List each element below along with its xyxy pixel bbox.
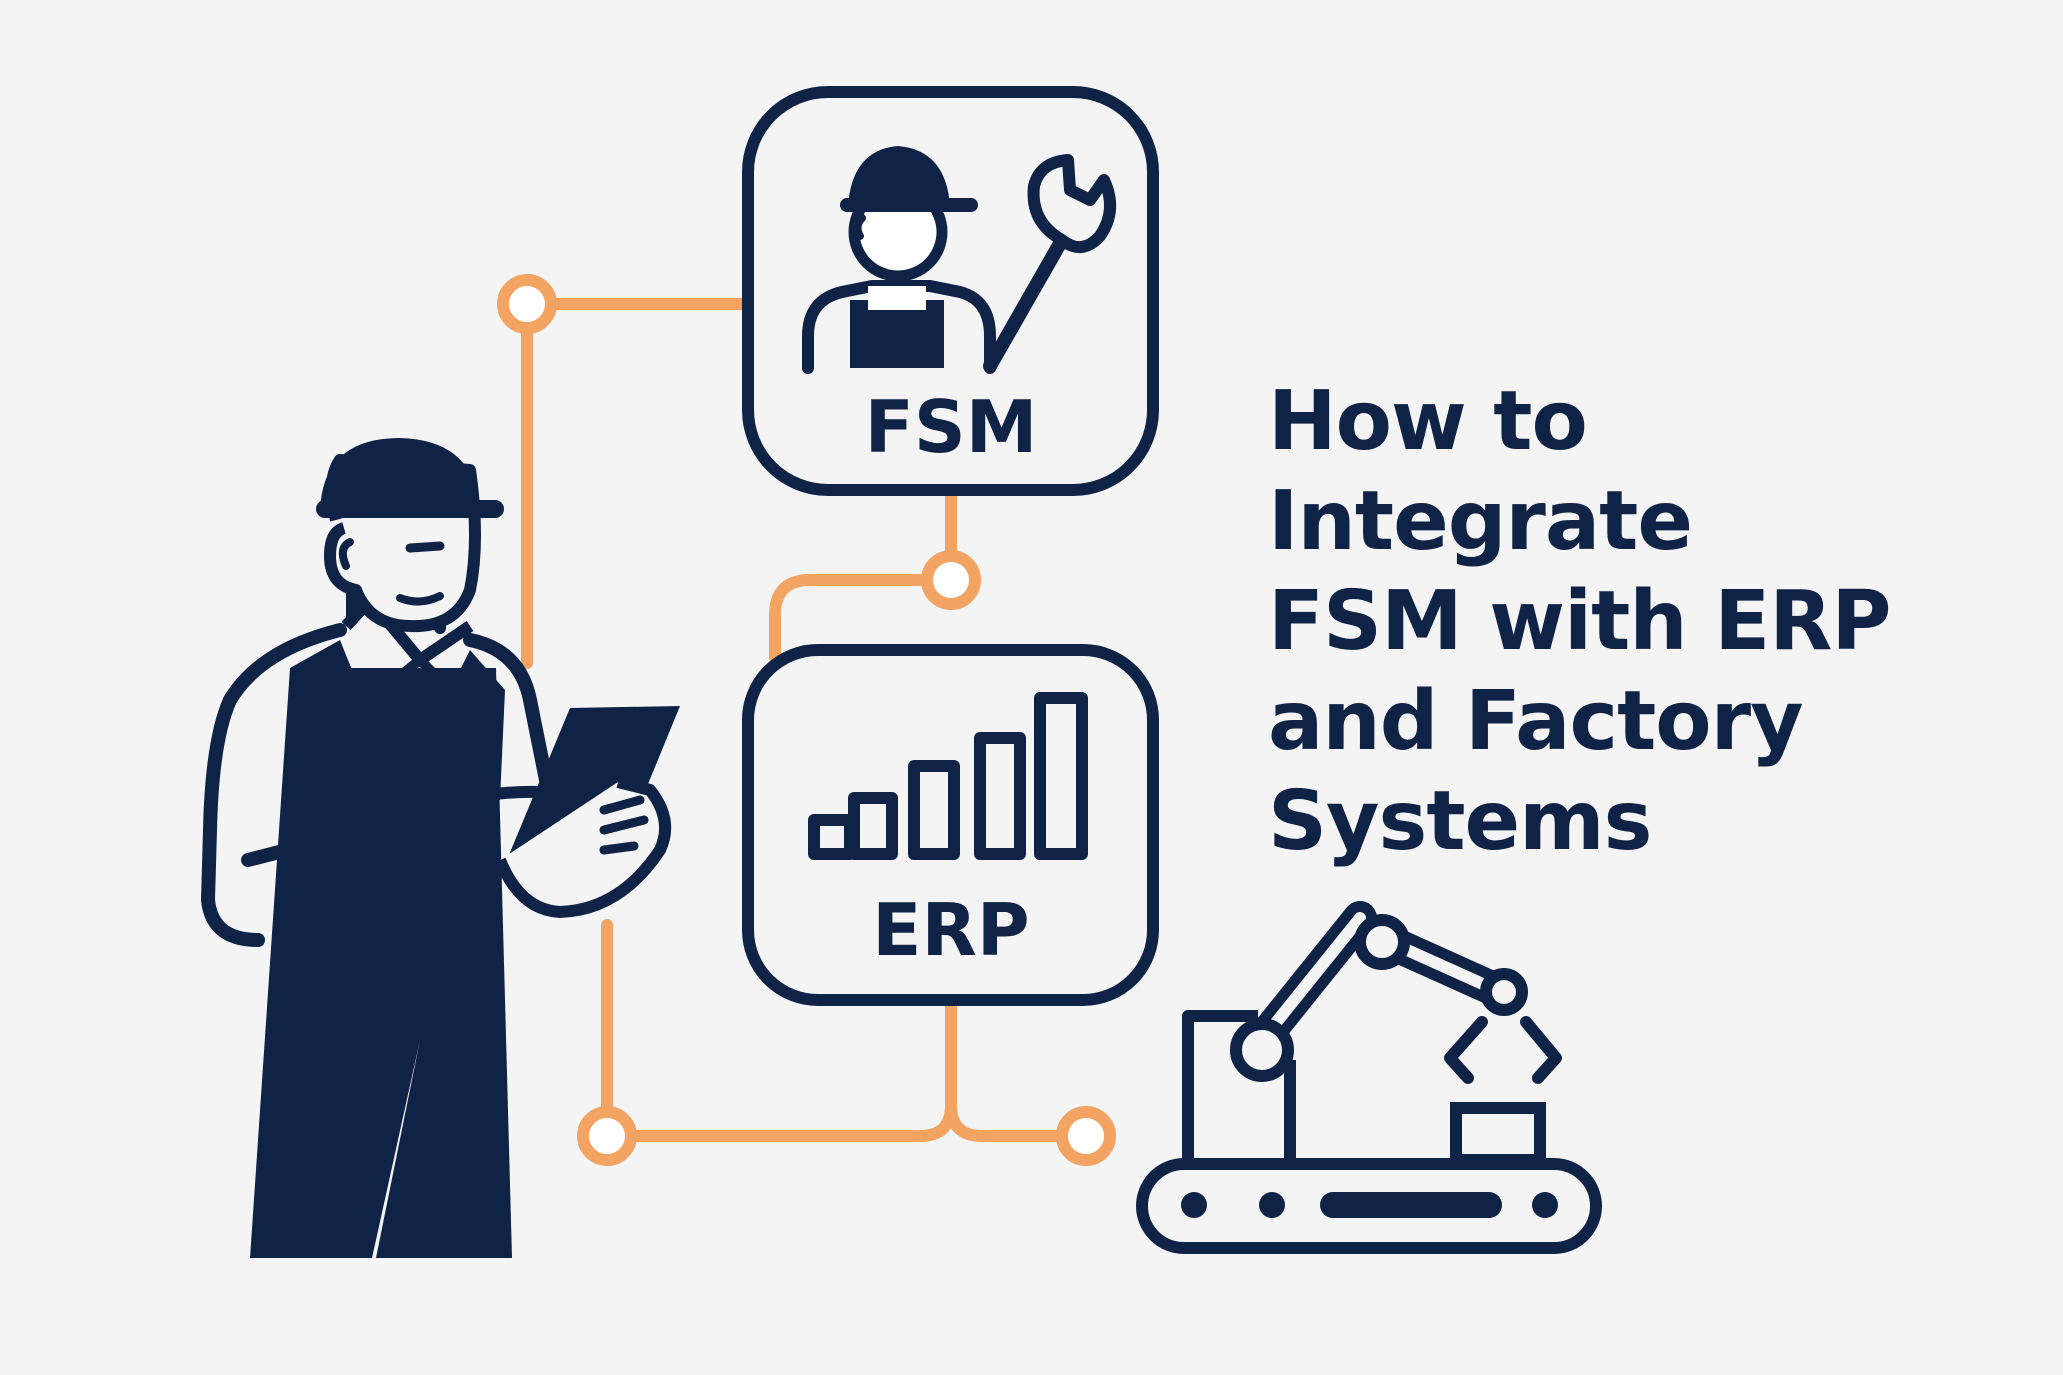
- title-line-4: and Factory: [1268, 674, 1804, 769]
- connector-node-middle: [921, 550, 981, 610]
- bar-chart-bar-4: [974, 732, 1026, 860]
- worker-helmet: [320, 438, 478, 512]
- title-line-5: Systems: [1268, 774, 1652, 869]
- connector-node-bottom-right: [1056, 1106, 1116, 1166]
- page-title: How to Integrate FSM with ERP and Factor…: [1268, 372, 2048, 872]
- connector-lines: [521, 298, 1067, 1142]
- bar-chart-bar-5: [1034, 692, 1088, 860]
- title-line-3: FSM with ERP: [1268, 574, 1891, 669]
- technician-with-wrench-icon: [802, 146, 1116, 374]
- robotic-arm-conveyor-icon: [1136, 901, 1602, 1254]
- connector-erp-to-factory: [601, 919, 1067, 1142]
- worker-torso: [200, 623, 347, 947]
- erp-box-label: ERP: [872, 888, 1029, 972]
- worker-with-tablet-icon: [200, 438, 680, 1258]
- title-line-2: Integrate: [1268, 474, 1693, 569]
- connector-fsm-to-erp: [769, 484, 957, 664]
- title-line-1: How to: [1268, 374, 1588, 469]
- connector-nodes: [497, 274, 1116, 1166]
- erp-box: ERP: [742, 644, 1159, 1006]
- bar-chart-bar-3: [908, 760, 960, 860]
- connector-node-top: [497, 274, 557, 334]
- conveyor-package: [1450, 1102, 1546, 1166]
- fsm-box: FSM: [742, 86, 1159, 496]
- fsm-box-label: FSM: [865, 385, 1038, 469]
- bar-chart-icon: [808, 692, 1088, 860]
- connector-node-bottom-left: [577, 1106, 637, 1166]
- bar-chart-bar-2: [848, 792, 898, 860]
- worker-tablet: [506, 706, 680, 862]
- connector-worker-to-fsm: [521, 298, 751, 669]
